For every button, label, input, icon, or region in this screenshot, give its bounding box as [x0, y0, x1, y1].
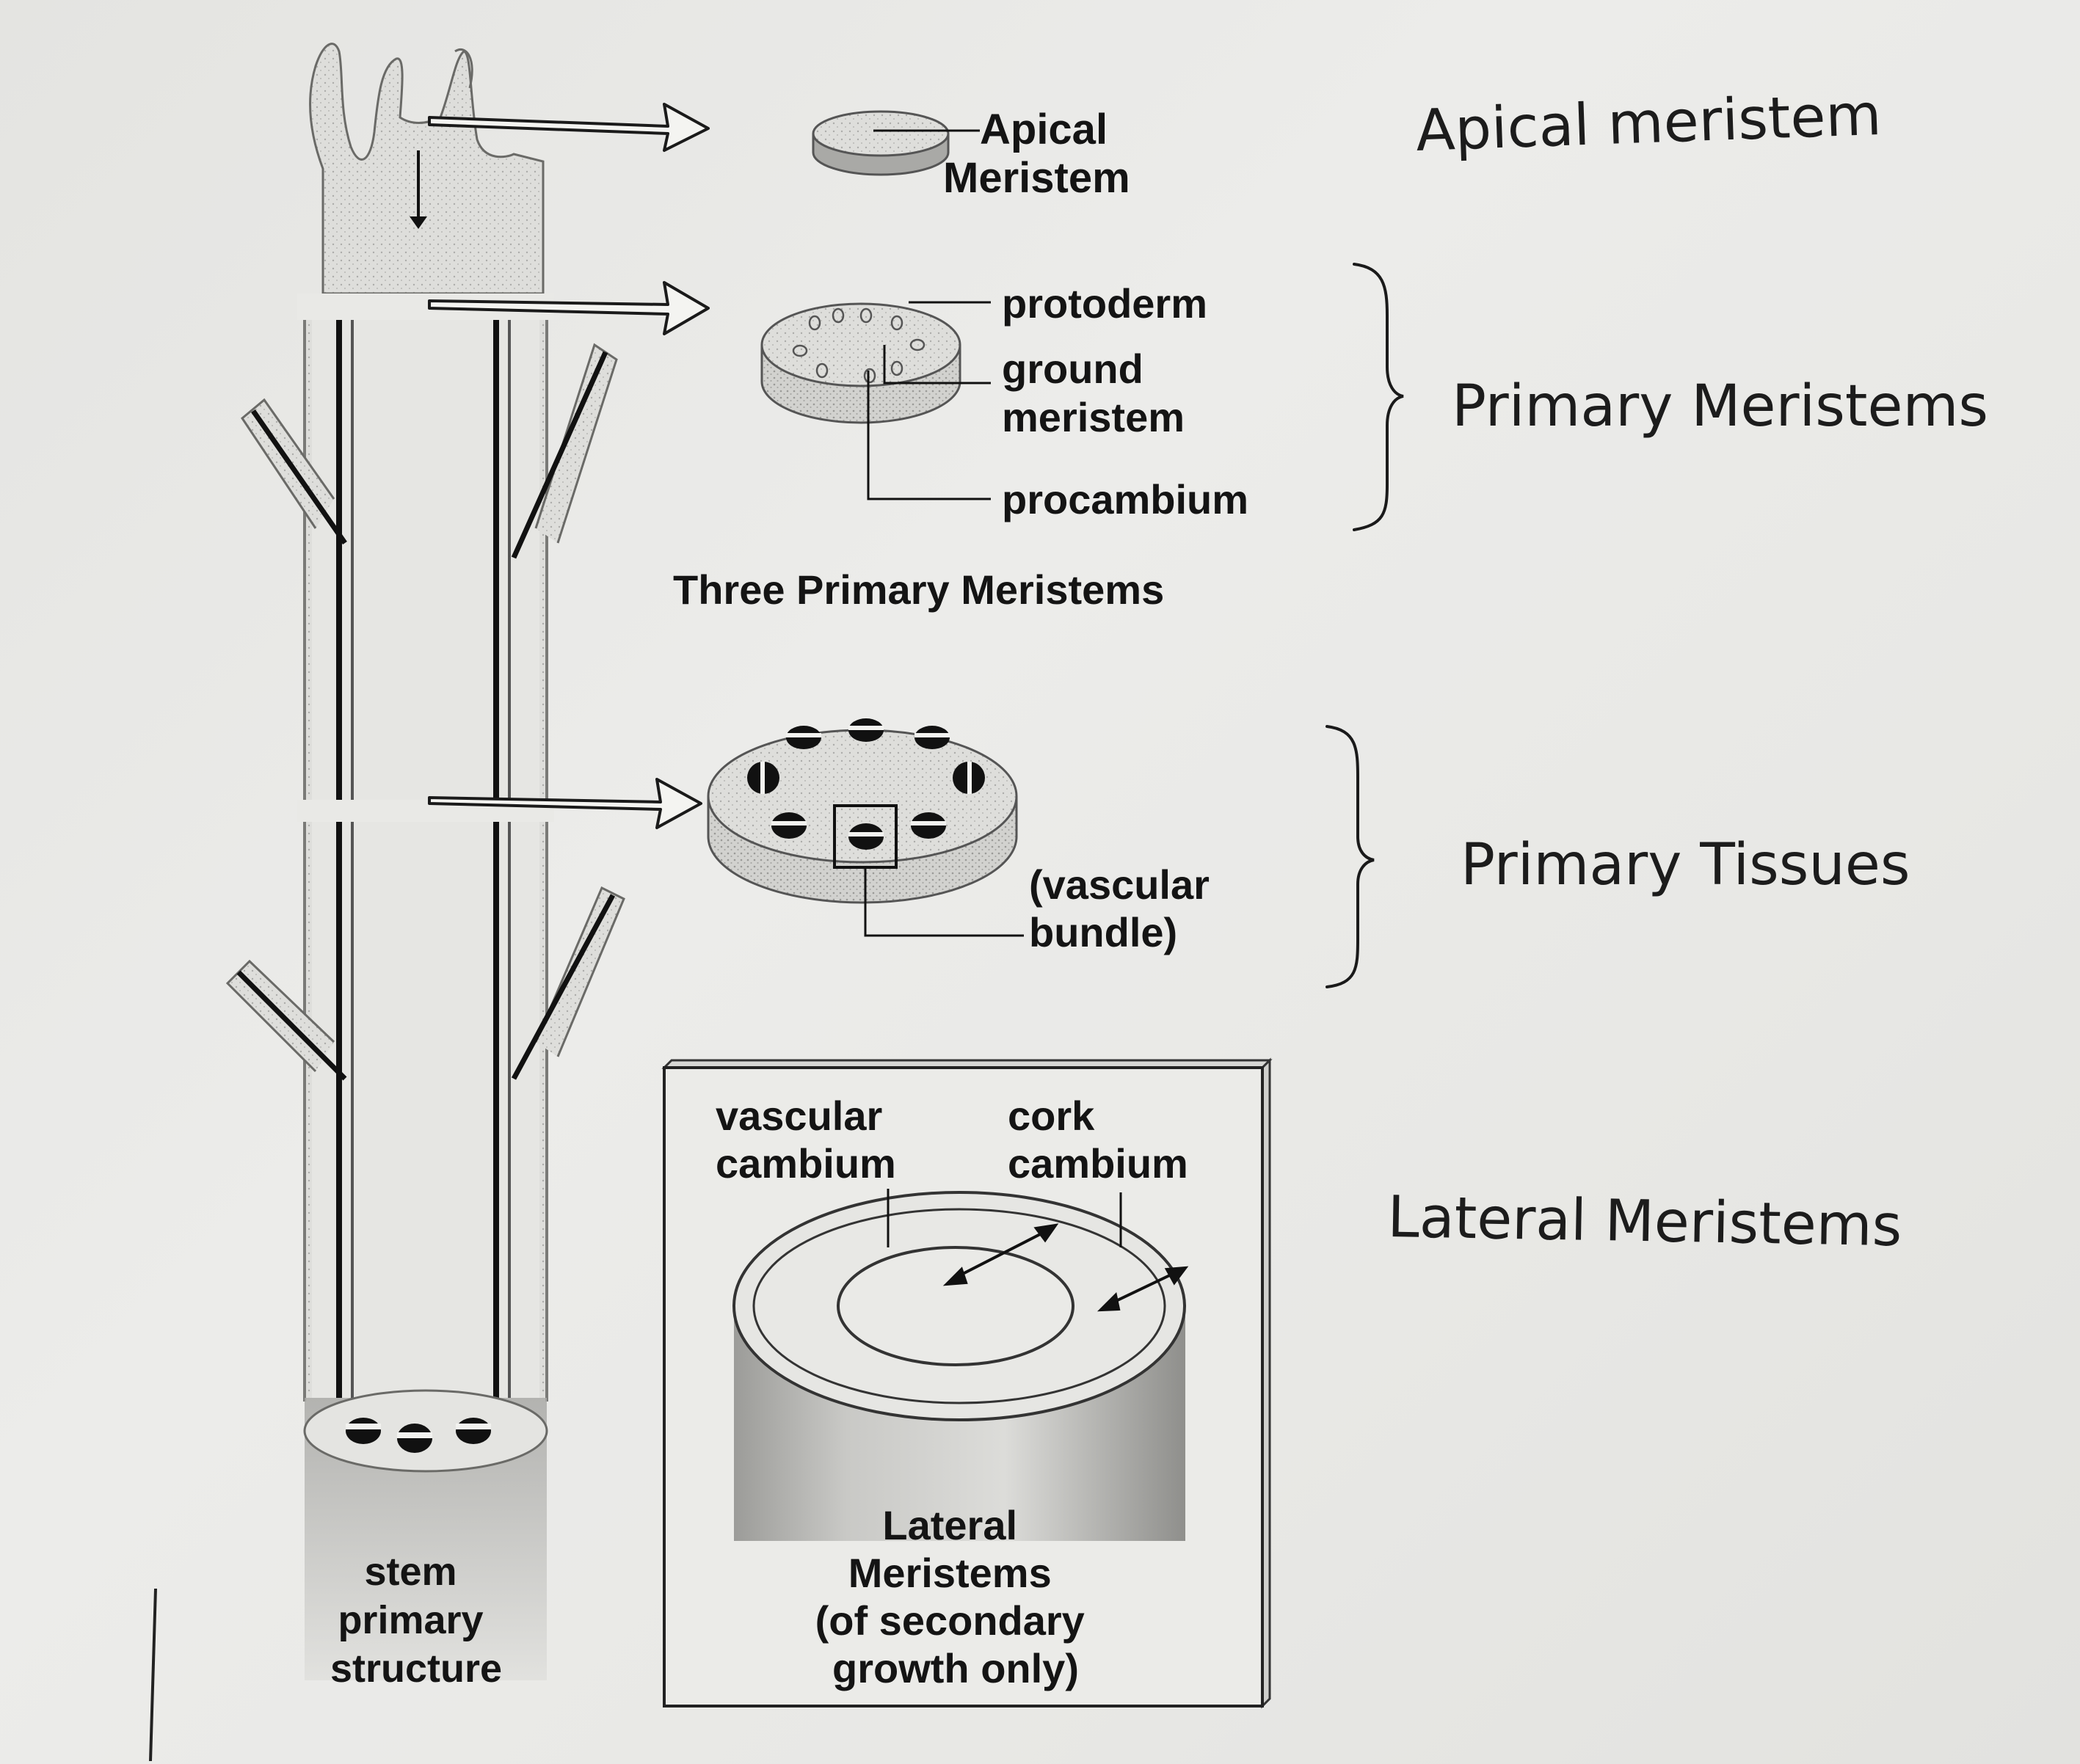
- vascular-strands: [336, 319, 511, 1398]
- side-titles: Apical meristem Primary Meristems Primar…: [1387, 82, 1988, 1259]
- shoot-tip-illustration: [309, 43, 545, 295]
- vascular-cambium-ring: [837, 1246, 1074, 1366]
- stem-illustration: stem primary structure: [225, 43, 625, 1691]
- apical-meristem-title: Apical meristem: [1415, 82, 1883, 164]
- vascular-cambium-label: vascular cambium: [716, 1093, 896, 1187]
- arrow-to-primary-tissues-icon: [428, 778, 702, 829]
- growth-arrows: [942, 1223, 1189, 1312]
- three-primary-meristems-caption: Three Primary Meristems: [673, 566, 1164, 613]
- vascular-bundle-ring: [747, 718, 985, 850]
- upper-branches: [241, 343, 618, 559]
- arrow-to-apical-icon: [428, 103, 710, 152]
- lower-branches: [225, 886, 625, 1081]
- primary-tissues-disk: (vascular bundle): [707, 718, 1221, 955]
- stem-cylinder: [732, 1191, 1186, 1541]
- pen-mark: [149, 1588, 157, 1762]
- cork-cambium-label: cork cambium: [1008, 1093, 1188, 1187]
- primary-tissues-title: Primary Tissues: [1461, 832, 1910, 898]
- stem-base-cross-section: [303, 1389, 548, 1680]
- stem-caption: stem primary structure: [330, 1550, 502, 1691]
- lateral-meristems-box: vascular cambium cork cambium Lateral Me…: [661, 1057, 1273, 1709]
- primary-meristems-brace: [1353, 263, 1404, 531]
- down-arrow-head-icon: [410, 216, 427, 229]
- apical-meristem-label: Apical Meristem: [943, 106, 1130, 202]
- primary-meristems-title: Primary Meristems: [1452, 373, 1988, 440]
- ground-meristem-label: ground meristem: [1002, 346, 1185, 440]
- lateral-meristems-title: Lateral Meristems: [1387, 1184, 1902, 1259]
- vascular-bundle-label: (vascular bundle): [1029, 861, 1221, 955]
- primary-meristems-disk: protoderm ground meristem procambium Thr…: [673, 280, 1248, 613]
- arrow-to-primary-meristems-icon: [428, 281, 710, 335]
- protoderm-label: protoderm: [1002, 280, 1207, 327]
- braces: [1326, 263, 1404, 988]
- apical-meristem-disk: Apical Meristem: [812, 106, 1130, 202]
- lateral-meristems-caption: Lateral Meristems (of secondary growth o…: [815, 1502, 1097, 1691]
- primary-tissues-brace: [1326, 725, 1375, 988]
- pointer-arrows: [428, 103, 710, 829]
- procambium-label: procambium: [1002, 476, 1248, 522]
